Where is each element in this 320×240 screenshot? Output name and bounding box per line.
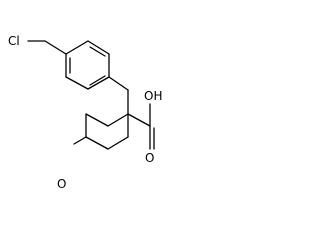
structure-drawing: Cl O OH O — [8, 34, 162, 191]
carboxylic-acid: OH O — [127, 89, 162, 165]
bond-oxane-5 — [85, 136, 109, 150]
bond-oxane-4 — [73, 136, 87, 145]
acid-oh-label: OH — [144, 89, 162, 103]
bond-benzene-1 — [44, 40, 67, 55]
bond-oxane-6 — [107, 136, 129, 150]
double-bond-inner-2 — [89, 75, 106, 86]
ring-oxygen-label: O — [57, 177, 66, 191]
bond-oxane-1 — [107, 113, 129, 127]
double-bond-inner-3 — [89, 46, 106, 57]
molecule-svg: Cl O OH O — [8, 34, 162, 191]
oxane-ring: O — [57, 113, 129, 191]
chlorine-label: Cl — [8, 34, 20, 48]
bond-ring-ch2 — [108, 76, 129, 91]
benzene-ring — [44, 40, 110, 90]
chlorine-substituent: Cl — [8, 34, 46, 48]
bond-benzene-4 — [87, 76, 110, 90]
bond-benzene-3 — [65, 76, 89, 90]
bond-quaternary-cooh — [127, 113, 151, 127]
bond-benzene-7 — [65, 40, 89, 55]
methylene-linker — [108, 76, 129, 115]
carbonyl-oxygen-label: O — [145, 151, 154, 165]
bond-benzene-6 — [87, 40, 110, 55]
bond-oxane-2 — [85, 113, 109, 127]
